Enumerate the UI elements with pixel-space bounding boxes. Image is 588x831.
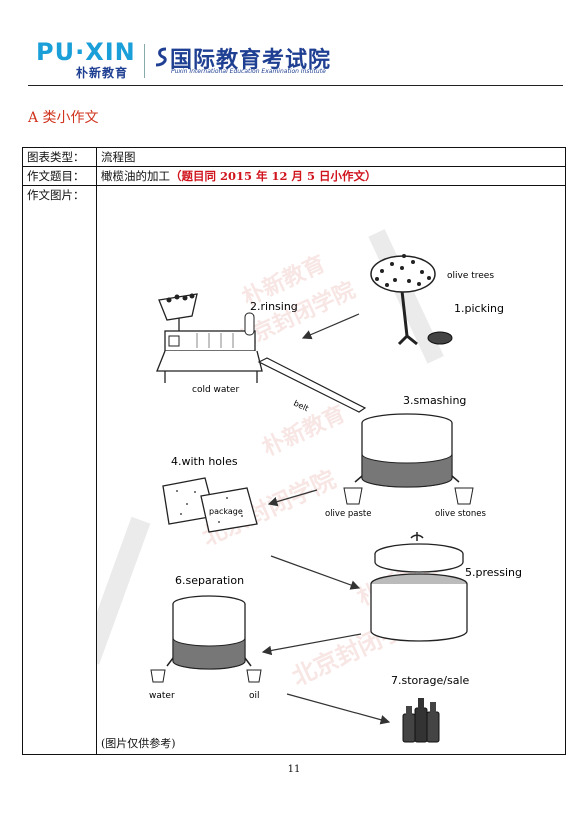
olive-tree-icon <box>370 254 453 346</box>
table-row: 图表类型： 流程图 <box>22 147 566 167</box>
topic-note: （题目同 2015 年 12 月 5 日小作文） <box>170 169 377 183</box>
step-separation-label: 6.separation <box>175 574 244 587</box>
topic-value: 橄榄油的加工 <box>101 169 170 183</box>
institute-name: 国际教育考试院 <box>170 48 332 73</box>
belt-label: belt <box>292 399 310 414</box>
step-picking-label: 1.picking <box>454 302 504 315</box>
page-number: 11 <box>287 764 301 775</box>
header-rule <box>28 85 563 86</box>
section-title: A 类小作文 <box>28 110 99 126</box>
essay-info-table: 图表类型： 流程图 作文题目： 橄榄油的加工（题目同 2015 年 12 月 5… <box>22 147 566 755</box>
table-row: 作文题目： 橄榄油的加工（题目同 2015 年 12 月 5 日小作文） <box>22 166 566 186</box>
step-rinsing-label: 2.rinsing <box>250 300 298 313</box>
puxin-logo-cn: 朴新教育 <box>76 66 129 80</box>
cold-water-label: cold water <box>192 385 239 395</box>
institute-name-en: Puxin International Education Examinatio… <box>171 68 326 75</box>
topic-cell: 橄榄油的加工（题目同 2015 年 12 月 5 日小作文） <box>96 166 566 186</box>
olive-oil-process-diagram: 朴新教育 北京封闭学院 朴新教育 北京封闭学院 朴新教育 北京封闭学院 <box>97 229 522 743</box>
package-icon <box>162 477 258 533</box>
oil-label: oil <box>249 691 260 701</box>
press-icon <box>370 532 468 642</box>
rinsing-machine-icon <box>156 293 263 383</box>
diagram-cell: 朴新教育 北京封闭学院 朴新教育 北京封闭学院 朴新教育 北京封闭学院 <box>96 185 566 755</box>
water-label: water <box>149 691 175 701</box>
table-row: 作文图片： 朴新教育 北京封闭学院 朴新教育 北京封闭学院 朴新教育 北京封闭学… <box>22 185 566 755</box>
olive-stones-label: olive stones <box>435 509 486 519</box>
puxin-logo: PU·XIN <box>36 38 136 66</box>
image-caption: (图片仅供参考) <box>101 737 176 750</box>
arrow-icon <box>270 555 361 590</box>
oil-bottles-icon <box>402 698 440 743</box>
step-storage-label: 7.storage/sale <box>391 674 470 687</box>
institute-logo-icon <box>155 47 167 67</box>
topic-label: 作文题目： <box>22 166 97 186</box>
smashing-tank-icon <box>354 413 460 488</box>
page-header: PU·XIN 朴新教育 国际教育考试院 Puxin International … <box>28 38 563 88</box>
arrow-icon <box>301 313 360 340</box>
chart-type-label: 图表类型： <box>22 147 97 167</box>
olive-trees-label: olive trees <box>447 271 494 281</box>
step-with-holes-label: 4.with holes <box>171 455 238 468</box>
step-smashing-label: 3.smashing <box>403 394 466 407</box>
logo-divider <box>144 44 145 78</box>
bucket-icon <box>343 487 474 505</box>
arrow-icon <box>261 633 362 656</box>
image-label: 作文图片： <box>22 185 97 755</box>
step-pressing-label: 5.pressing <box>465 566 522 579</box>
arrow-icon <box>267 489 318 507</box>
separation-tank-icon <box>150 595 262 683</box>
arrow-icon <box>286 693 391 725</box>
conveyor-belt-icon <box>257 357 367 413</box>
olive-paste-label: olive paste <box>325 509 371 519</box>
package-label: package <box>209 507 243 516</box>
chart-type-value: 流程图 <box>96 147 566 167</box>
